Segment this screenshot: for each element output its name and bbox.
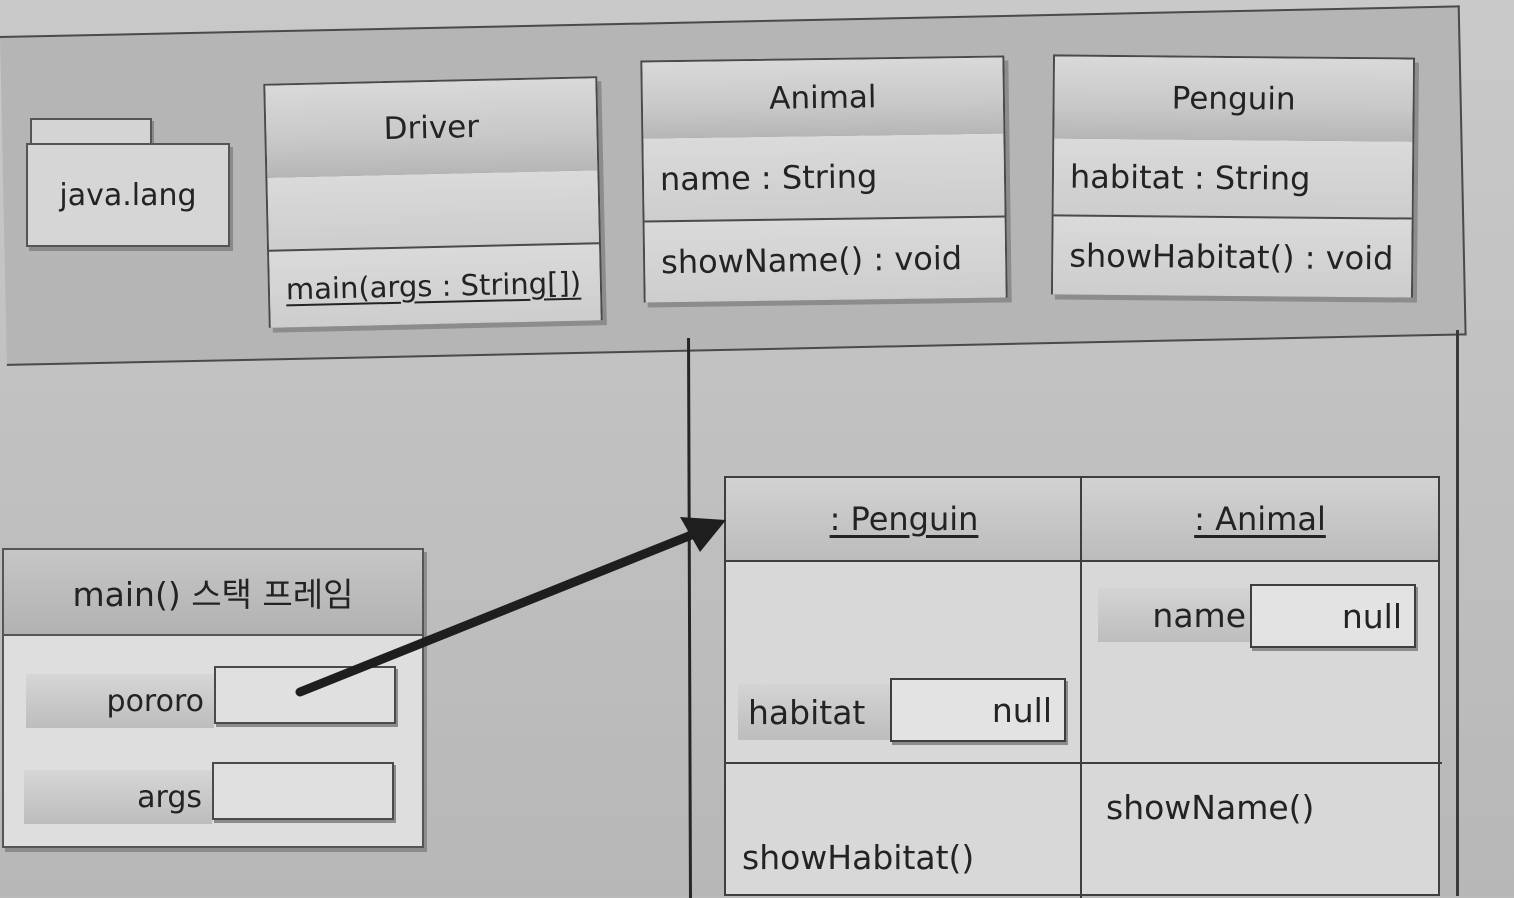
field-name: habitat	[748, 692, 866, 732]
object-field-method-divider	[726, 762, 1442, 764]
package-java-lang: java.lang	[26, 143, 230, 247]
object-method-showhabitat: showHabitat()	[742, 838, 974, 877]
field-label-habitat: habitat	[738, 684, 894, 740]
reference-arrow-line	[295, 529, 699, 697]
object-part-animal-header: : Animal	[1082, 478, 1438, 562]
variable-label-pororo: pororo	[26, 674, 214, 728]
variable-name: args	[137, 779, 202, 815]
stack-frame-title-text: main() 스택 프레임	[72, 575, 354, 614]
method-name: showHabitat()	[742, 838, 975, 877]
field-name: name	[1152, 595, 1246, 635]
object-part-title: : Penguin	[829, 500, 979, 538]
stack-frame-title: main() 스택 프레임	[4, 550, 422, 636]
variable-label-args: args	[24, 770, 212, 824]
field-value: null	[1341, 596, 1402, 636]
field-label-name: name	[1098, 588, 1254, 642]
field-value: null	[991, 690, 1052, 730]
field-value-name: null	[1250, 584, 1416, 648]
field-value-habitat: null	[890, 678, 1066, 742]
variable-name: pororo	[106, 683, 204, 719]
object-part-title: : Animal	[1194, 500, 1326, 538]
reference-arrow-head	[680, 517, 726, 552]
object-part-penguin-header: : Penguin	[726, 478, 1082, 562]
package-name: java.lang	[59, 177, 197, 213]
variable-slot-pororo	[214, 666, 396, 724]
heap-object-penguin: : Penguin : Animal habitat null showHabi…	[724, 476, 1442, 898]
stack-frame-main: main() 스택 프레임 pororo args	[2, 548, 424, 848]
method-name: showName()	[1106, 788, 1315, 827]
object-part-divider	[1080, 478, 1082, 898]
heap-right-edge	[1456, 330, 1459, 896]
variable-slot-args	[212, 762, 394, 820]
object-method-showname: showName()	[1106, 788, 1314, 827]
